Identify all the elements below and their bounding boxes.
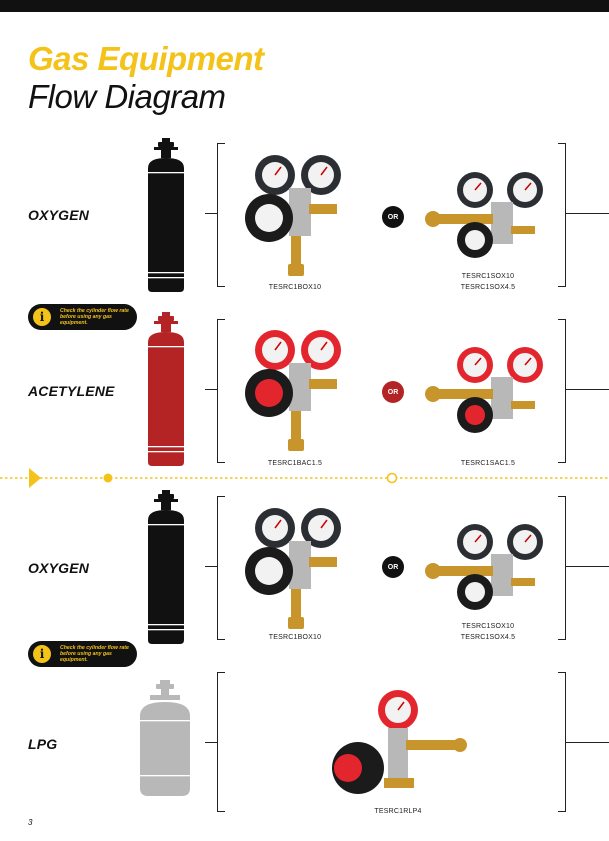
regulator-lpg-image [332, 690, 467, 794]
info-icon: i [33, 645, 51, 663]
notice-banner: i Check the cylinder flow rate before us… [28, 641, 137, 667]
product-code: TESRC1BAC1.5 [267, 460, 323, 467]
bracket-right [558, 319, 566, 463]
regulator-oxygen-right-image [425, 524, 543, 610]
connector-line [205, 213, 217, 214]
connector-line [566, 213, 609, 214]
section-divider [0, 468, 609, 488]
product-code: TESRC1SOX4.5 [460, 284, 516, 291]
lpg-cylinder-icon [140, 680, 190, 796]
gas-label-acetylene: ACETYLENE [28, 383, 115, 399]
notice-banner: i Check the cylinder flow rate before us… [28, 304, 137, 330]
or-badge: OR [382, 206, 404, 228]
notice-text: Check the cylinder flow rate before usin… [60, 308, 129, 327]
top-bar [0, 0, 609, 12]
bracket-right [558, 496, 566, 640]
connector-line [205, 389, 217, 390]
product-code: TESRC1SAC1.5 [460, 460, 516, 467]
acetylene-cylinder-icon [148, 312, 184, 466]
gas-label-lpg: LPG [28, 736, 58, 752]
connector-line [566, 742, 609, 743]
info-icon: i [33, 308, 51, 326]
bracket-left [217, 143, 225, 287]
connector-line [566, 566, 609, 567]
bracket-left [217, 319, 225, 463]
notice-text: Check the cylinder flow rate before usin… [60, 645, 129, 664]
connector-line [205, 566, 217, 567]
page-subtitle: Flow Diagram [28, 78, 226, 115]
product-code: TESRC1BOX10 [268, 284, 322, 291]
regulator-oxygen-left-image [245, 155, 341, 276]
or-badge: OR [382, 381, 404, 403]
gas-label-oxygen: OXYGEN [28, 560, 90, 576]
oxygen-cylinder-icon [148, 138, 184, 292]
bracket-right [558, 143, 566, 287]
page-number: 3 [28, 818, 33, 827]
product-code: TESRC1BOX10 [268, 634, 322, 641]
bracket-left [217, 496, 225, 640]
page-title: Gas Equipment [28, 40, 264, 77]
product-code: TESRC1SOX10 [461, 273, 515, 280]
regulator-oxygen-left-image [245, 508, 341, 629]
gas-label-oxygen: OXYGEN [28, 207, 90, 223]
product-code: TESRC1SOX10 [461, 623, 515, 630]
product-code: TESRC1RLP4 [374, 808, 422, 815]
or-badge: OR [382, 556, 404, 578]
regulator-acetylene-left-image [245, 330, 341, 451]
product-code: TESRC1SOX4.5 [460, 634, 516, 641]
bracket-right [558, 672, 566, 812]
connector-line [205, 742, 217, 743]
regulator-oxygen-right-image [425, 172, 543, 258]
connector-line [566, 389, 609, 390]
oxygen-cylinder-icon [148, 490, 184, 644]
regulator-acetylene-right-image [425, 347, 543, 433]
bracket-left [217, 672, 225, 812]
